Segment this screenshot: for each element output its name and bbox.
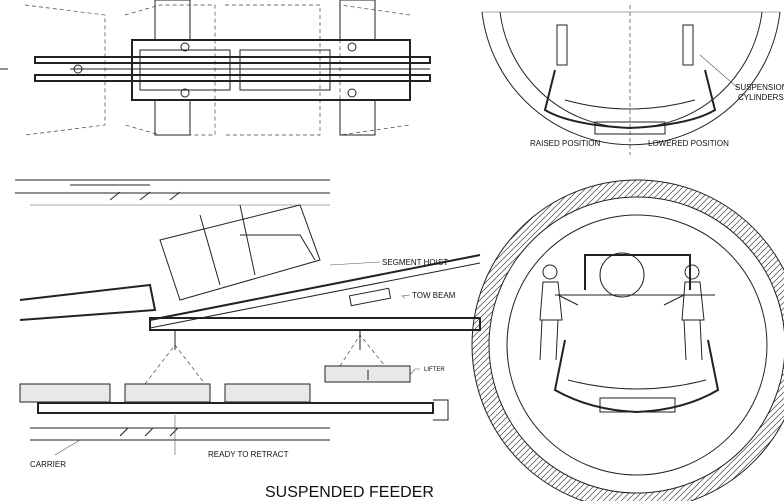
tunnel-section: [471, 179, 784, 501]
worker-right: [663, 264, 705, 361]
label-ready-to-retract: READY TO RETRACT: [208, 450, 289, 459]
leader-lines: [54, 261, 420, 456]
side-view: SEGMENT HOIST TOW BEAM LIFTER CARRIER RE…: [15, 179, 481, 469]
drawing-title: SUSPENDED FEEDER: [265, 484, 434, 501]
plan-view: [0, 0, 431, 136]
segments: [19, 330, 411, 403]
hopper-outlines: [24, 4, 411, 136]
section-raised-lowered: SUSPENSION CYLINDERS RAISED POSITION LOW…: [481, 5, 784, 155]
label-segment-hoist: SEGMENT HOIST: [382, 258, 448, 267]
worker-left: [539, 264, 579, 361]
label-cylinders: CYLINDERS: [738, 93, 784, 102]
carrier: [30, 399, 449, 441]
label-lowered-position: LOWERED POSITION: [648, 139, 729, 148]
label-lifter: LIFTER: [424, 367, 445, 373]
tow-beam: [149, 317, 481, 331]
label-suspension: SUSPENSION: [735, 83, 784, 92]
erector-arm: [19, 204, 321, 321]
label-tow-beam: TOW BEAM: [412, 291, 456, 300]
plan-rails: [34, 42, 431, 98]
label-raised-position: RAISED POSITION: [530, 139, 600, 148]
plan-frame: [131, 39, 411, 101]
label-carrier: CARRIER: [30, 460, 66, 469]
